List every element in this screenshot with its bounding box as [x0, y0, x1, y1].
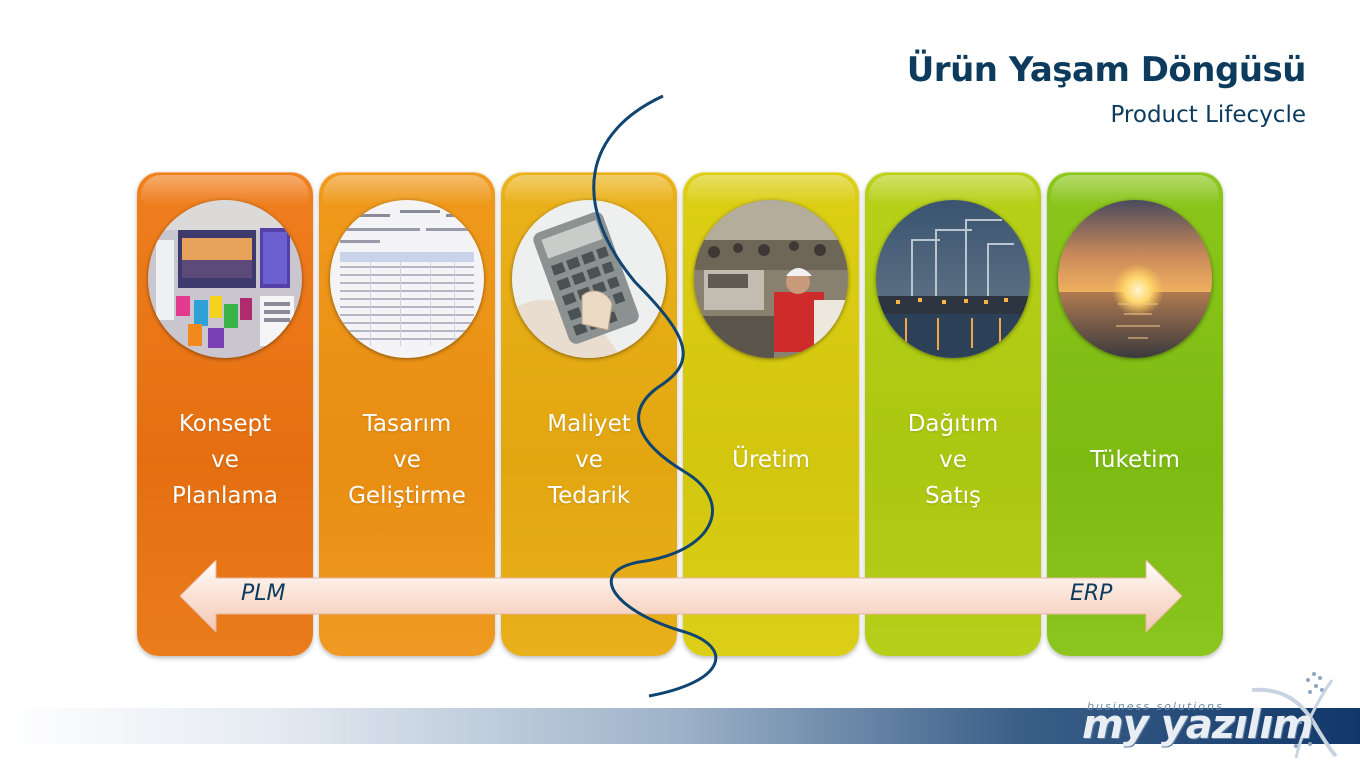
stage-label: Üretim — [683, 442, 859, 478]
page-subtitle: Product Lifecycle — [1110, 102, 1306, 128]
stage-label-line: Geliştirme — [348, 483, 466, 509]
erp-label: ERP — [1070, 581, 1113, 606]
stage-label-line: Maliyet — [547, 411, 631, 437]
spreadsheet-document-photo — [330, 200, 484, 358]
design-collage-photo — [148, 200, 302, 358]
stage-card-konsept: Konsept ve Planlama — [137, 172, 313, 656]
company-logo-swoosh-icon — [1251, 672, 1338, 759]
garment-factory-photo — [694, 200, 848, 358]
footer-gradient-bar — [0, 708, 1360, 744]
stage-label: Tasarım ve Geliştirme — [319, 406, 495, 514]
plm-label: PLM — [241, 581, 286, 606]
stage-card-dagitim: Dağıtım ve Satış — [865, 172, 1041, 656]
harbor-cranes-photo — [876, 200, 1030, 358]
stage-card-tuketim: Tüketim — [1047, 172, 1223, 656]
stage-label: Tüketim — [1047, 442, 1223, 478]
stage-label-line: ve — [393, 447, 421, 473]
stage-label-line: Tüketim — [1090, 447, 1180, 473]
stage-label-line: ve — [939, 447, 967, 473]
wavy-divider-line — [592, 94, 718, 698]
stage-card-maliyet: Maliyet ve Tedarik — [501, 172, 677, 656]
stage-label-line: Dağıtım — [907, 411, 999, 437]
calculator-hand-photo — [512, 200, 666, 358]
stage-label-line: ve — [211, 447, 239, 473]
page-title: Ürün Yaşam Döngüsü — [906, 50, 1307, 90]
stage-label-line: Tedarik — [547, 483, 631, 509]
stage-label-line: Üretim — [732, 447, 810, 473]
stage-label-line: Tasarım — [362, 411, 452, 437]
logo-tagline: business solutions — [1087, 700, 1224, 713]
stage-label-line: ve — [575, 447, 603, 473]
stage-label: Konsept ve Planlama — [137, 406, 313, 514]
stage-label: Maliyet ve Tedarik — [501, 406, 677, 514]
sunset-sea-photo — [1058, 200, 1212, 358]
stage-label-line: Satış — [924, 483, 982, 509]
plm-erp-double-arrow — [180, 560, 1182, 632]
stage-card-tasarim: Tasarım ve Geliştirme — [319, 172, 495, 656]
stage-label: Dağıtım ve Satış — [865, 406, 1041, 514]
stage-label-line: Planlama — [172, 483, 278, 509]
logo-name: my yazılım — [1082, 702, 1314, 748]
stage-label-line: Konsept — [178, 411, 272, 437]
stage-card-uretim: Üretim — [683, 172, 859, 656]
